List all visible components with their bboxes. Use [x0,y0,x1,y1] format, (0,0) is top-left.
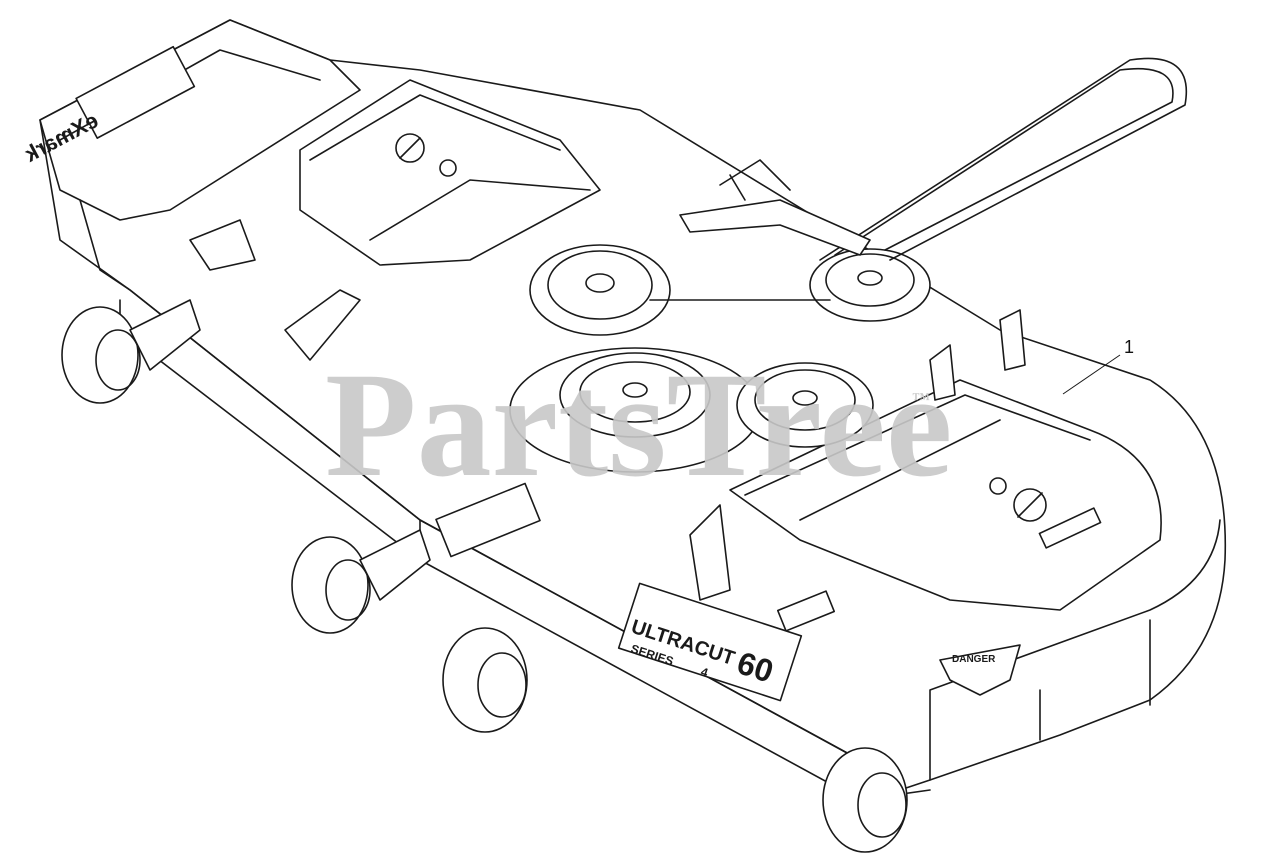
caster-wheel-front-left [442,627,528,733]
watermark-trademark: ™ [912,389,930,409]
series-badge: ULTRACUT SERIES 4 60 [617,582,803,702]
danger-decal-left [189,219,256,271]
danger-decal-text: DANGER [952,654,996,665]
watermark-text: PartsTree [325,342,952,508]
callout-1: 1 [1062,337,1134,395]
right-belt-cover [729,379,1162,611]
series-badge-number: 4 [699,665,710,680]
pulley-center-top [529,244,671,336]
warning-decal-right [776,590,836,632]
caster-wheel-mid-left [291,529,431,634]
pulley-center-large [509,347,761,473]
idler-arm [679,159,871,256]
anti-scalp-brackets [284,289,1026,601]
caster-wheel-front-right [822,747,908,853]
left-belt-cover [299,79,601,266]
warning-decal-left [435,482,541,558]
callout-number: 1 [1124,337,1134,357]
danger-decal-front: DANGER [939,644,1021,696]
drive-belt [649,57,1187,301]
caster-wheel-rear-left [61,299,201,404]
pulley-idler-right [809,248,931,322]
rear-housing: eXmark [20,19,361,291]
pulley-right-spindle [736,362,874,448]
